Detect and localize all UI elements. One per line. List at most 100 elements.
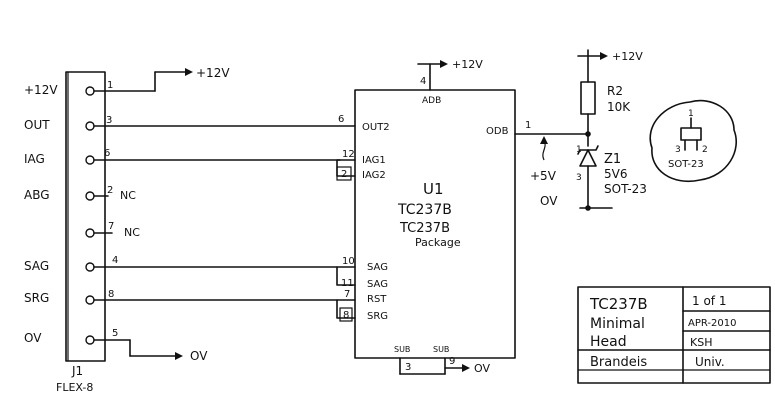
sot23-body bbox=[680, 127, 702, 141]
connector-pin-8 bbox=[85, 295, 95, 305]
chip-pin-name: SAG bbox=[367, 279, 388, 290]
net-arrow-icon bbox=[440, 60, 448, 68]
connector-pin-5 bbox=[85, 335, 95, 345]
chip-pin-number: 9 bbox=[449, 356, 455, 367]
net-label-12v: +12V bbox=[452, 58, 483, 71]
annotation-arrowhead-icon bbox=[540, 136, 548, 144]
sot23-sketch: 1 3 2 SOT-23 bbox=[649, 99, 737, 183]
drawing-date: APR-2010 bbox=[688, 318, 736, 329]
connector-body bbox=[65, 71, 106, 362]
author-initials: KSH bbox=[690, 336, 712, 349]
odb-voltage-note: +5V bbox=[530, 169, 557, 183]
chip-pin-name: RST bbox=[367, 294, 387, 305]
organization: Univ. bbox=[695, 355, 725, 369]
chip-pin-number: 7 bbox=[344, 289, 350, 300]
chip-pin-name: ADB bbox=[422, 96, 441, 106]
net-arrow-icon bbox=[175, 352, 183, 360]
sot23-pin-number: 1 bbox=[688, 109, 694, 119]
chip-pin-name: IAG1 bbox=[362, 155, 386, 166]
nc-label: NC bbox=[120, 189, 136, 202]
title-line: Head bbox=[590, 334, 627, 350]
net-arrow-icon bbox=[462, 364, 470, 372]
zener-package: SOT-23 bbox=[604, 182, 647, 196]
connector-pin-4 bbox=[85, 262, 95, 272]
connector-pin-number: 1 bbox=[107, 80, 113, 91]
zener-ref: Z1 bbox=[604, 152, 621, 167]
nc-label: NC bbox=[124, 226, 140, 239]
wire-sag-bridge bbox=[336, 266, 356, 286]
chip-pin-number: 11 bbox=[341, 278, 354, 289]
connector-ref: J1 bbox=[71, 364, 83, 378]
connector-pin-number: 3 bbox=[106, 115, 112, 126]
title-line: Minimal bbox=[590, 316, 645, 332]
chip-package-line: Package bbox=[415, 236, 461, 249]
chip-pin-number: 12 bbox=[342, 149, 355, 160]
connector-pin-label: IAG bbox=[24, 152, 45, 166]
connector-pin-number: 2 bbox=[107, 185, 113, 196]
net-label-ov: OV bbox=[540, 194, 558, 208]
net-label-ov: OV bbox=[474, 362, 490, 375]
chip-pin-name: OUT2 bbox=[362, 122, 390, 133]
connector-pin-label: +12V bbox=[24, 83, 58, 97]
net-label-12v: +12V bbox=[612, 50, 643, 63]
organization: Brandeis bbox=[590, 355, 647, 370]
chip-pin-name: SAG bbox=[367, 262, 388, 273]
chip-pin-number: 10 bbox=[342, 256, 355, 267]
connector-pin-1 bbox=[85, 86, 95, 96]
chip-pin-number: 4 bbox=[420, 76, 426, 87]
zener-body-icon bbox=[579, 149, 597, 167]
resistor-value: 10K bbox=[607, 100, 631, 114]
chip-package-line: TC237B bbox=[399, 221, 450, 236]
connector-pin-number: 6 bbox=[104, 148, 110, 159]
connector-pin-number: 5 bbox=[112, 328, 118, 339]
connector-pin-number: 7 bbox=[108, 221, 114, 232]
connector-pin-label: OUT bbox=[24, 118, 50, 132]
connector-pin-label: OV bbox=[24, 331, 42, 345]
net-arrow-icon bbox=[185, 68, 193, 76]
net-label-12v: +12V bbox=[196, 66, 230, 80]
connector-pin-7 bbox=[85, 228, 95, 238]
pin-box bbox=[336, 166, 352, 181]
chip-ref: U1 bbox=[423, 180, 444, 198]
sot23-outline bbox=[649, 99, 737, 183]
zener-pin-number: 1 bbox=[576, 145, 582, 155]
junction-dot bbox=[585, 131, 591, 137]
connector-pin-number: 8 bbox=[108, 289, 114, 300]
connector-pin-3 bbox=[85, 121, 95, 131]
connector-type: FLEX-8 bbox=[56, 381, 93, 394]
resistor-r2: +12V R2 10K bbox=[577, 49, 643, 147]
sheet-number: 1 of 1 bbox=[692, 294, 726, 308]
title-block-frame bbox=[577, 286, 771, 384]
chip-pin-number: 2 bbox=[341, 169, 347, 180]
title-line: TC237B bbox=[589, 295, 648, 313]
chip-pin-name: IAG2 bbox=[362, 170, 386, 181]
resistor-body bbox=[580, 81, 596, 115]
pin-box bbox=[339, 307, 353, 322]
connector-pin-label: SAG bbox=[24, 259, 49, 273]
connector-pin-2 bbox=[85, 191, 95, 201]
sot23-pin-number: 2 bbox=[702, 145, 708, 155]
net-label-ov: OV bbox=[190, 349, 208, 363]
chip-pin-name: SRG bbox=[367, 311, 388, 322]
chip-pin-name: SUB bbox=[433, 345, 449, 354]
chip-pin-number: 8 bbox=[343, 310, 349, 321]
zener-bar-icon bbox=[577, 145, 599, 155]
net-arrow-icon bbox=[600, 52, 608, 60]
zener-z1: 1 3 Z1 5V6 SOT-23 OV bbox=[540, 145, 647, 211]
zener-value: 5V6 bbox=[604, 167, 627, 181]
chip-part: TC237B bbox=[397, 202, 452, 218]
sot23-pin-number: 3 bbox=[675, 145, 681, 155]
title-block: TC237B Minimal Head 1 of 1 APR-2010 KSH … bbox=[577, 286, 771, 384]
connector-pin-label: SRG bbox=[24, 291, 49, 305]
chip-pin-number: 3 bbox=[405, 362, 411, 373]
chip-pin-number: 6 bbox=[338, 114, 344, 125]
chip-pin-name: ODB bbox=[486, 126, 509, 137]
wire-srg-bridge bbox=[336, 299, 356, 319]
chip-u1: +12V 4 ADB 6 OUT2 12 IAG1 2 IAG2 10 SAG … bbox=[336, 58, 589, 375]
zener-pin-number: 3 bbox=[576, 173, 582, 183]
sot23-label: SOT-23 bbox=[668, 159, 704, 170]
chip-body bbox=[354, 89, 516, 359]
chip-pin-number: 1 bbox=[525, 120, 531, 131]
connector-j1: +12V 1 +12V OUT 3 IAG 6 ABG 2 NC 7 NC SA… bbox=[24, 66, 356, 394]
